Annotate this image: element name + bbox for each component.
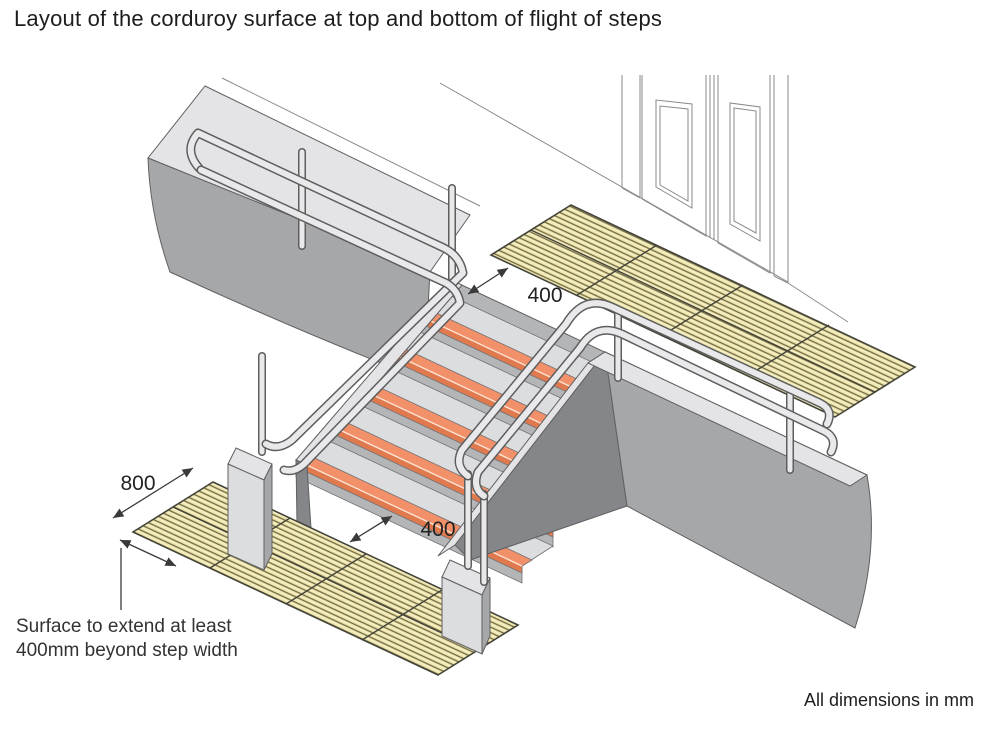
page-title: Layout of the corduroy surface at top an… [14,6,663,31]
center-newel-block [441,559,491,655]
dimension-surface-depth-label: 800 [120,472,155,495]
center-right-handrail [454,298,838,586]
door [621,75,849,323]
dimension-top-setback: 400 [467,267,563,307]
dimension-bottom-setback-label: 400 [420,518,455,541]
annotation-line1: Surface to extend at least [16,616,232,637]
left-handrail [186,128,468,476]
right-side-wall [437,350,872,629]
door-leaf-left [641,75,707,237]
door-panel-right [729,102,761,242]
left-newel-block [227,447,273,571]
door-panel-left [655,99,693,209]
annotation-line2: 400mm beyond step width [16,640,238,661]
dimension-bottom-setback: 400 [349,515,456,543]
dimension-top-setback-label: 400 [527,284,562,307]
dimension-surface-depth: 800 [112,467,194,519]
extension-annotation: Surface to extend at least 400mm beyond … [16,539,238,661]
corduroy-surface-top [489,204,917,418]
tile-joints-top [530,229,876,393]
door-leaf-right [717,75,771,274]
building-wall-and-door [221,75,849,323]
units-footnote: All dimensions in mm [803,690,974,710]
